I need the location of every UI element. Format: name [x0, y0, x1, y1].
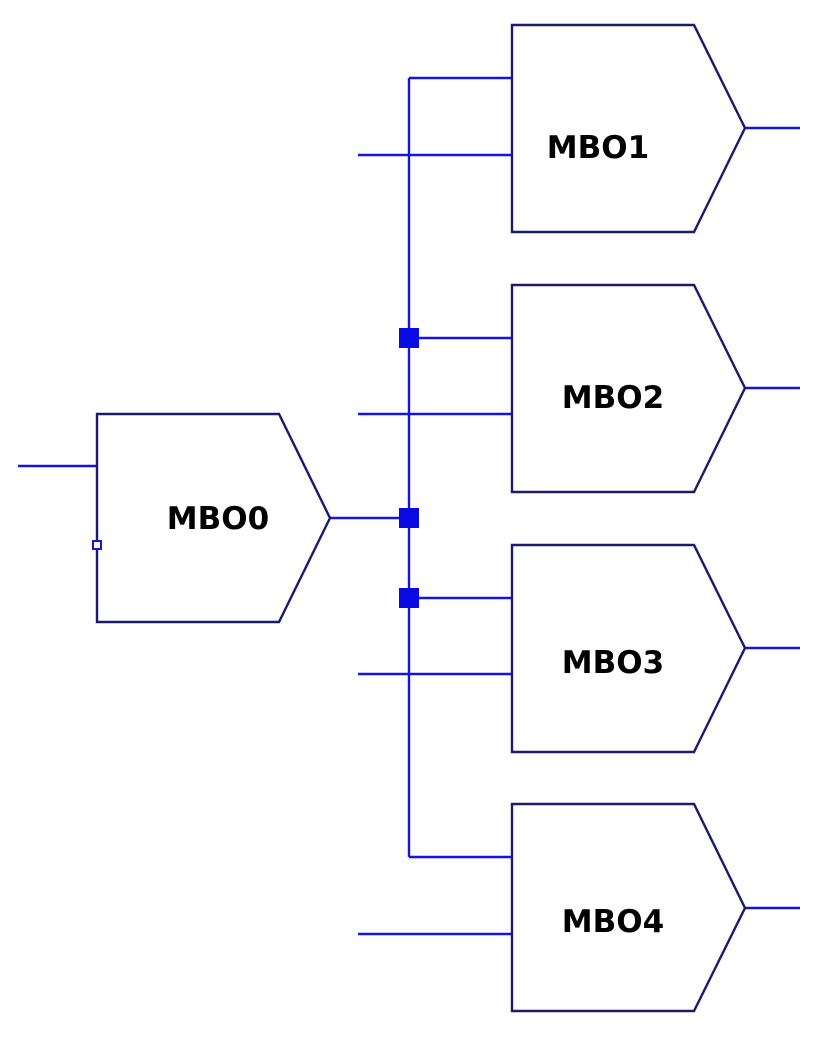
wires — [18, 76, 800, 936]
junction-mbo0-output — [399, 508, 419, 528]
block-mbo4[interactable]: MBO4 — [510, 802, 747, 1013]
mbo4-label: MBO4 — [562, 904, 664, 940]
mbo0-label: MBO0 — [167, 501, 269, 537]
block-mbo3[interactable]: MBO3 — [510, 543, 747, 754]
block-mbo0[interactable]: MBO0 — [95, 412, 332, 624]
mbo2-label: MBO2 — [562, 380, 664, 416]
mbo0-block-shape[interactable] — [95, 412, 332, 624]
mbo3-label: MBO3 — [562, 645, 664, 681]
block-mbo1[interactable]: MBO1 — [510, 23, 747, 234]
mbo0-port-marker[interactable] — [92, 540, 102, 550]
mbo1-block-shape[interactable] — [510, 23, 747, 234]
mbo3-block-shape[interactable] — [510, 543, 747, 754]
junction-mbo3 — [399, 588, 419, 608]
mbo1-label: MBO1 — [547, 130, 649, 166]
block-mbo2[interactable]: MBO2 — [510, 283, 747, 494]
mbo2-block-shape[interactable] — [510, 283, 747, 494]
junction-mbo2 — [399, 328, 419, 348]
junctions — [399, 328, 419, 608]
mbo4-block-shape[interactable] — [510, 802, 747, 1013]
